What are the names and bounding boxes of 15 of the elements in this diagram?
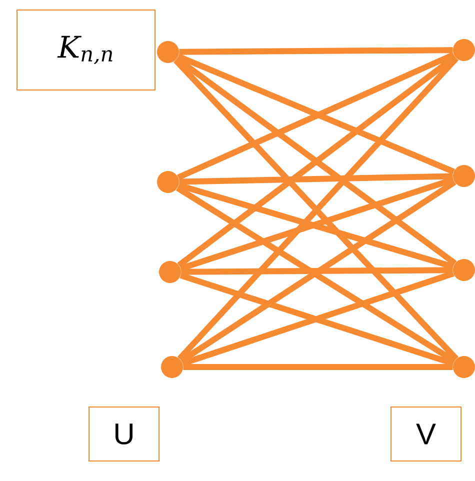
- vertex-dot: [453, 39, 475, 61]
- vertex-dot: [453, 356, 475, 378]
- edge-line: [181, 267, 453, 275]
- set-label-box: V: [390, 406, 462, 462]
- title-box: K$_{n,n}$: [16, 10, 156, 90]
- set-label-box: U: [88, 406, 160, 462]
- edge-line: [183, 364, 453, 370]
- edge-line: [179, 47, 453, 55]
- vertex-dot: [453, 165, 475, 187]
- vertex-dot: [453, 259, 475, 281]
- vertex-dot: [159, 261, 181, 283]
- vertex-dot: [157, 41, 179, 63]
- vertex-dot: [161, 356, 183, 378]
- edge-line: [179, 173, 453, 185]
- vertex-dot: [157, 171, 179, 193]
